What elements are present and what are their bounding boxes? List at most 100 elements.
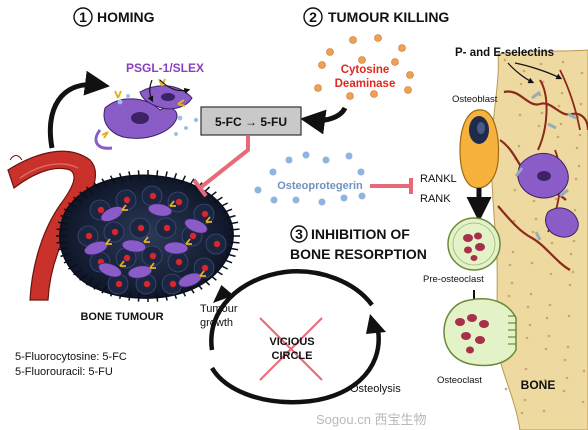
number-circle-icon: [303, 7, 323, 27]
bone-tissue: [491, 49, 588, 430]
cytosine-deaminase-dots: [314, 34, 414, 100]
bone-texture-dot: [524, 367, 528, 371]
cross-icon: [259, 317, 323, 381]
homing-cell: [163, 241, 189, 255]
osteolysis-label: Osteolysis: [350, 383, 401, 395]
osteoclast: [443, 298, 517, 367]
nucleus-icon: [123, 254, 131, 262]
heading-homing: 1 HOMING: [73, 7, 155, 27]
nucleus-icon: [213, 240, 221, 248]
bone-texture-dot: [528, 323, 532, 327]
bone-texture-dot: [578, 133, 582, 137]
bone-texture-dot: [561, 60, 565, 64]
bone-texture-dot: [571, 270, 575, 274]
vicious-label-line2: CIRCLE: [272, 350, 313, 362]
bone-texture-dot: [511, 250, 515, 254]
bone-texture-dot: [542, 409, 546, 413]
resorption-title-line1: INHIBITION OF: [311, 226, 410, 242]
pre-osteoclast: [447, 217, 501, 271]
homing-cell: [121, 239, 147, 253]
osteoclast-label: Osteoclast: [437, 375, 482, 386]
tumour-cells-group: [77, 185, 227, 295]
bone-label: BONE: [521, 378, 556, 392]
nucleus-icon: [111, 228, 119, 236]
homing-title: HOMING: [97, 9, 155, 25]
nucleus-icon: [201, 264, 209, 272]
bone-texture-dot: [550, 241, 554, 245]
resorption-number: 3: [295, 226, 303, 242]
homing-cell: [98, 262, 122, 278]
conversion-text: 5-FC → 5-FU: [215, 115, 287, 129]
homing-cells: [94, 78, 193, 150]
tumour-growth-label-line2: growth: [200, 317, 233, 329]
bone-texture-dot: [508, 263, 512, 267]
bone-texture-dot: [517, 144, 521, 148]
bone-texture-dot: [532, 199, 536, 203]
ligand-marker: [119, 260, 126, 267]
homing-cell: [147, 203, 173, 217]
bone-texture-dot: [547, 334, 551, 338]
bone-texture-dot: [531, 230, 535, 234]
number-circle-icon: [290, 225, 308, 243]
bone-texture-dot: [549, 272, 553, 276]
bone-texture-dot: [563, 358, 567, 362]
nucleus-icon: [149, 252, 157, 260]
prodrug-dots: [117, 94, 199, 136]
bone-texture-dot: [512, 219, 516, 223]
cytosine-label-line1: Cytosine: [341, 64, 390, 76]
ligand-marker: [121, 204, 128, 211]
bone-texture-dot: [554, 197, 558, 201]
bone-texture-dot: [523, 398, 527, 402]
nucleus-icon: [85, 232, 93, 240]
homing-cell: [184, 218, 208, 234]
cytosine-label-line2: Deaminase: [335, 78, 396, 90]
ligand-marker: [143, 236, 150, 243]
nucleus-icon: [97, 206, 105, 214]
bone-texture-dot: [572, 239, 576, 243]
bone-tumour-label: BONE TUMOUR: [80, 311, 163, 323]
bone-texture-dot: [544, 347, 548, 351]
bone-tumour-mass: [56, 170, 240, 302]
bone-texture-dot: [557, 104, 561, 108]
bone-texture-dot: [582, 369, 586, 373]
bone-texture-dot: [566, 345, 570, 349]
bone-texture-dot: [568, 283, 572, 287]
tumour-growth-label-line1: Tumour: [200, 303, 238, 315]
bone-texture-dot: [534, 217, 538, 221]
vessel-network-icon: [503, 90, 588, 131]
nucleus-icon: [143, 280, 151, 288]
killing-inhibit-arrow: [198, 136, 250, 190]
number-circle-icon: [73, 7, 93, 27]
blood-vessel: [7, 150, 97, 301]
bone-texture-dot: [503, 58, 507, 62]
bone-texture-dot: [548, 303, 552, 307]
osteoblast-label: Osteoblast: [452, 94, 498, 105]
legend-fc: 5-Fluorocytosine: 5-FC: [15, 351, 127, 363]
bone-texture-dot: [525, 336, 529, 340]
bone-texture-dot: [543, 378, 547, 382]
ligand-marker: [199, 270, 206, 277]
inhibit-arrow-icon: [192, 178, 208, 198]
nucleus-icon: [149, 192, 157, 200]
bone-texture-dot: [560, 91, 564, 95]
psgl-label: PSGL-1/SLEX: [126, 61, 204, 75]
killing-title: TUMOUR KILLING: [328, 9, 449, 25]
ligand-marker: [105, 238, 112, 245]
bone-texture-dot: [573, 208, 577, 212]
bone-texture-dot: [522, 69, 526, 73]
psgl-pointer: [159, 79, 191, 94]
osteoblast: [459, 109, 500, 189]
homing-cell: [127, 265, 153, 279]
bone-texture-dot: [581, 400, 585, 404]
bone-texture-dot: [579, 102, 583, 106]
resorption-title-line2: BONE RESORPTION: [290, 246, 427, 262]
heading-tumour-killing: 2 TUMOUR KILLING: [303, 7, 449, 27]
bone-texture-dot: [537, 124, 541, 128]
vicious-circle: VICIOUS CIRCLE: [209, 269, 386, 405]
homing-arrow: [47, 70, 110, 149]
psgl-pointer: [147, 79, 154, 103]
bone-texture-dot: [580, 71, 584, 75]
bone-texture-dot: [565, 376, 569, 380]
nucleus-icon: [131, 112, 149, 124]
